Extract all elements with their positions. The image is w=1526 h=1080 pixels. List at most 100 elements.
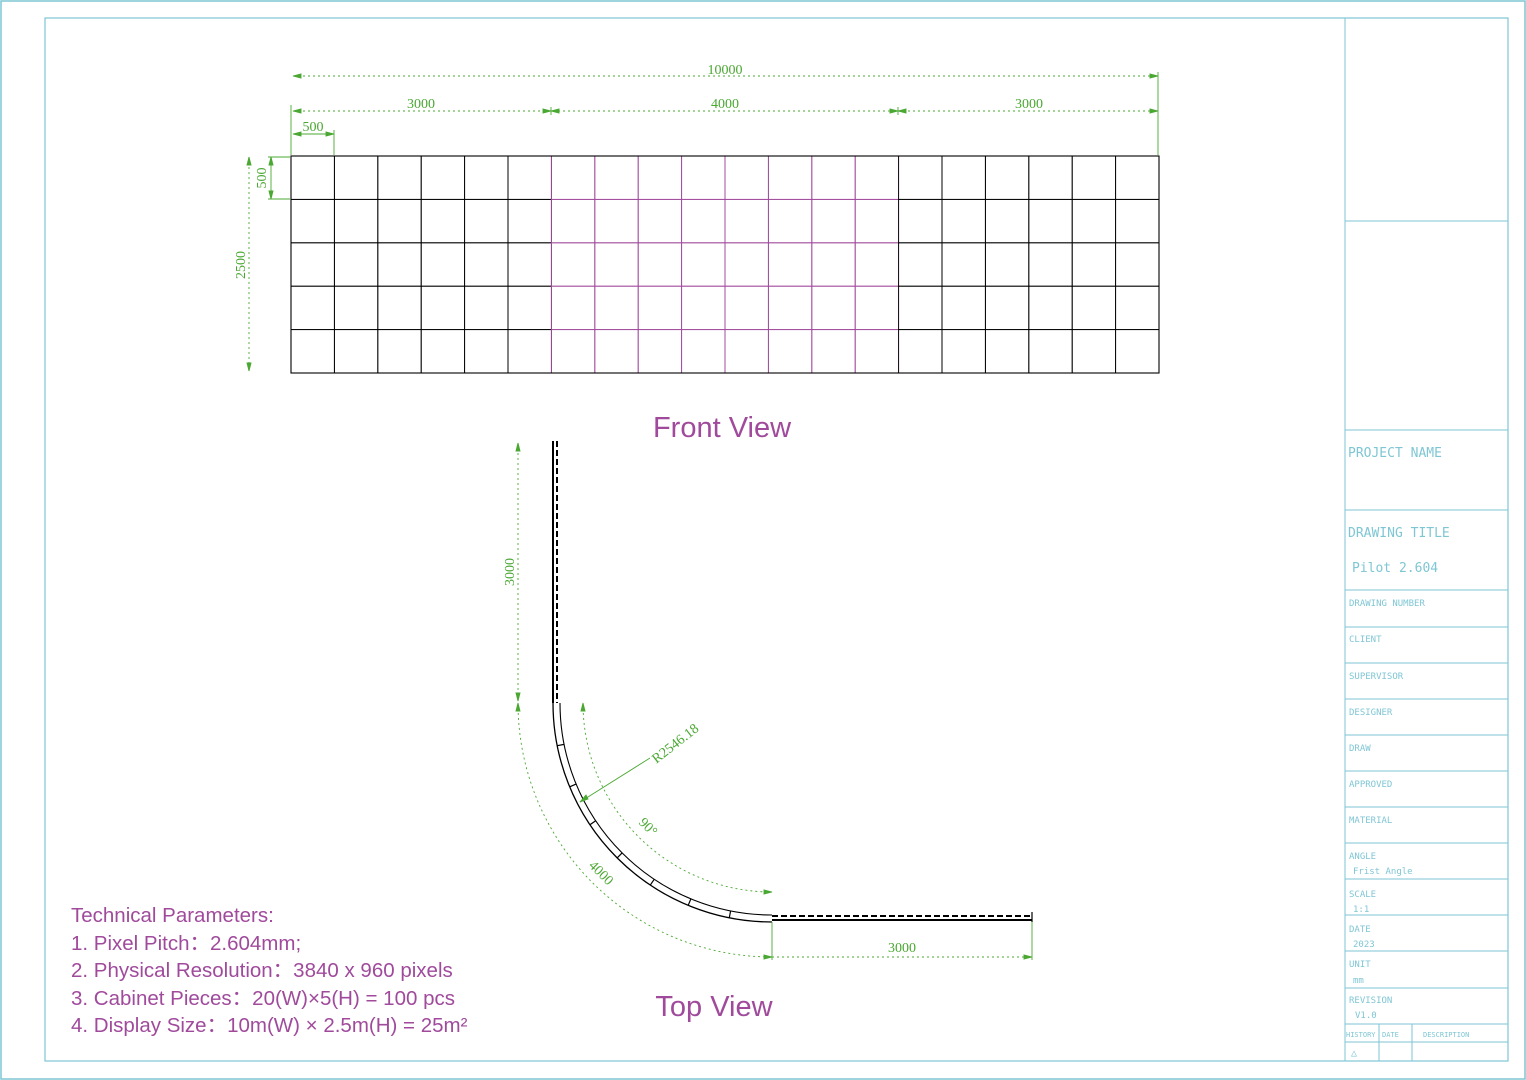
dim-left-straight: 3000 <box>503 558 518 586</box>
cabinet-cell <box>1071 155 1117 200</box>
cabinet-cell <box>377 285 422 331</box>
drawing-number-label: DRAWING NUMBER <box>1349 599 1425 609</box>
cabinet-cell <box>1028 329 1073 374</box>
cabinet-cell <box>637 242 683 287</box>
cabinet-cell <box>550 329 596 374</box>
dim-arc-length: 4000 <box>585 858 615 888</box>
cabinet-cell <box>1071 242 1117 287</box>
cabinet-joint <box>728 910 732 918</box>
cabinet-cell <box>637 285 683 331</box>
cabinet-cell <box>637 329 683 374</box>
cabinet-cell <box>377 242 422 287</box>
dim-radius: R2546.18 <box>650 721 702 767</box>
cabinet-cell <box>854 329 900 374</box>
cabinet-cell <box>333 155 379 200</box>
cabinet-cell <box>1028 285 1073 331</box>
cabinet-cell <box>1115 198 1160 244</box>
front-view-dimensions <box>246 72 1159 372</box>
cabinet-cell <box>984 155 1030 200</box>
cabinet-cell <box>507 329 552 374</box>
front-view-outline <box>290 155 1160 374</box>
cabinet-cell <box>898 242 943 287</box>
cabinet-cell <box>681 285 726 331</box>
cabinet-cell <box>1071 329 1117 374</box>
cabinet-cell <box>333 242 379 287</box>
cabinet-cell <box>681 329 726 374</box>
cabinet-cell <box>984 285 1030 331</box>
cabinet-cell <box>464 242 509 287</box>
dim-angle: 90° <box>635 815 659 839</box>
inner-border <box>44 17 1509 1062</box>
angle-value: Frist Angle <box>1353 867 1413 877</box>
unit-value: mm <box>1353 976 1364 986</box>
cabinet-joint <box>687 898 692 906</box>
cabinet-cell <box>420 242 466 287</box>
cabinet-cell <box>333 329 379 374</box>
cabinet-cell <box>811 155 856 200</box>
cabinet-cell <box>854 242 900 287</box>
history-date-label: DATE <box>1382 1031 1399 1039</box>
technical-parameters-heading: Technical Parameters: <box>71 904 274 927</box>
dim-cabinet-height: 500 <box>255 168 270 189</box>
cabinet-cell <box>333 198 379 244</box>
date-value: 2023 <box>1353 940 1375 950</box>
cabinet-cell <box>811 329 856 374</box>
cabinet-cell <box>507 155 552 200</box>
cabinet-cell <box>854 155 900 200</box>
parameter-display-size: 4. Display Size：10m(W) × 2.5m(H) = 25m² <box>71 1014 468 1037</box>
cabinet-cell <box>767 285 813 331</box>
revision-label: REVISION <box>1349 996 1392 1006</box>
scale-value: 1:1 <box>1353 905 1369 915</box>
client-label: CLIENT <box>1349 635 1382 645</box>
cabinet-cell <box>1115 155 1160 200</box>
cabinet-cell <box>941 198 986 244</box>
cabinet-cell <box>550 198 596 244</box>
parameter-pixel-pitch: 1. Pixel Pitch：2.604mm; <box>71 931 302 955</box>
cabinet-cell <box>637 198 683 244</box>
cabinet-cell <box>941 155 986 200</box>
cabinet-cell <box>984 329 1030 374</box>
cabinet-joint <box>557 743 565 747</box>
cabinet-cell <box>811 242 856 287</box>
title-block-text: PROJECT NAME DRAWING TITLE Pilot 2.604 D… <box>1346 446 1469 1059</box>
cabinet-cell <box>724 329 769 374</box>
cabinet-cell <box>941 242 986 287</box>
cabinet-cell <box>1028 198 1073 244</box>
cabinet-cell <box>767 242 813 287</box>
cabinet-cell <box>681 242 726 287</box>
parameter-cabinet-pieces: 3. Cabinet Pieces：20(W)×5(H) = 100 pcs <box>71 986 455 1010</box>
cabinet-cell <box>290 329 335 374</box>
cabinet-cell <box>290 242 335 287</box>
designer-label: DESIGNER <box>1349 708 1393 718</box>
dim-cabinet-width: 500 <box>303 120 324 135</box>
cabinet-cell <box>898 285 943 331</box>
cabinet-cell <box>420 155 466 200</box>
material-label: MATERIAL <box>1349 816 1392 826</box>
cabinet-joint <box>616 852 623 859</box>
dim-middle-width: 4000 <box>711 97 739 112</box>
cabinet-cell <box>1071 198 1117 244</box>
cabinet-cell <box>550 155 596 200</box>
cabinet-cell <box>464 329 509 374</box>
drawing-title-value: Pilot 2.604 <box>1352 561 1438 576</box>
history-label: HISTORY <box>1346 1031 1376 1039</box>
dim-total-width: 10000 <box>708 63 743 78</box>
cabinet-cell <box>507 242 552 287</box>
cabinet-cell <box>550 285 596 331</box>
top-view-wall-profile <box>552 441 1033 923</box>
cabinet-cell <box>464 198 509 244</box>
cabinet-cell <box>420 198 466 244</box>
title-block <box>1344 18 1508 1061</box>
history-mark-icon: △ <box>1351 1048 1357 1059</box>
cabinet-cell <box>290 285 335 331</box>
cabinet-cell <box>1028 155 1073 200</box>
cabinet-cell <box>594 242 639 287</box>
cabinet-cell <box>681 198 726 244</box>
unit-label: UNIT <box>1349 960 1371 970</box>
cabinet-joint <box>569 783 577 788</box>
cabinet-cell <box>811 198 856 244</box>
cabinet-cell <box>767 198 813 244</box>
cabinet-cell <box>420 329 466 374</box>
dim-right-width: 3000 <box>1015 97 1043 112</box>
cabinet-cell <box>724 198 769 244</box>
